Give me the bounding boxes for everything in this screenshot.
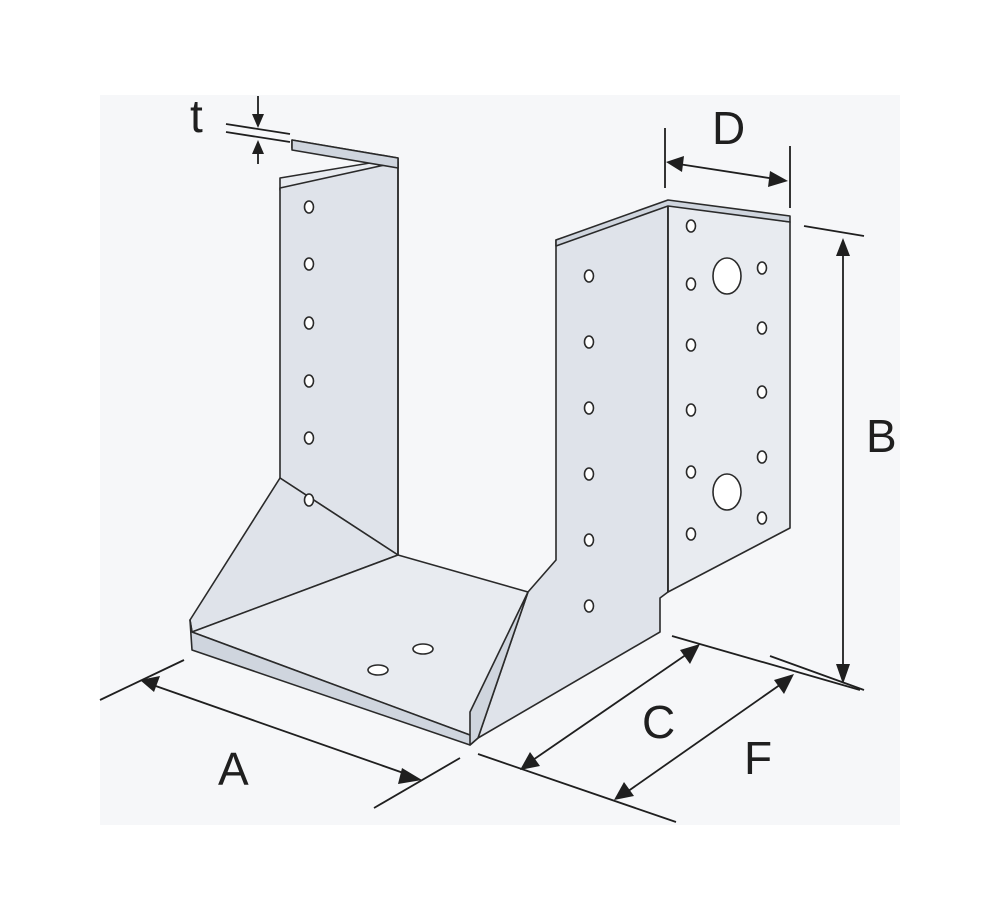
- nail-hole: [583, 599, 595, 613]
- label-t: t: [190, 90, 203, 142]
- dimension-d: D: [664, 102, 791, 208]
- nail-hole: [685, 403, 697, 417]
- base-holes: [367, 643, 434, 676]
- right-wing-front-edge: [469, 591, 529, 746]
- f-arrowhead: [774, 674, 794, 694]
- d-dimension-line: [671, 162, 783, 181]
- label-f: F: [744, 732, 772, 784]
- nail-hole: [583, 401, 595, 415]
- base-hole: [412, 643, 434, 655]
- left-wing-holes: [303, 200, 315, 507]
- right-flange-top-edge: [555, 199, 791, 247]
- c-arrowhead: [680, 644, 700, 664]
- dimension-b: B: [769, 225, 897, 691]
- d-arrowhead: [666, 156, 684, 172]
- nail-hole: [583, 269, 595, 283]
- c-extension-line: [671, 635, 861, 691]
- dimension-c: C: [477, 635, 861, 823]
- nail-hole: [756, 511, 768, 525]
- nail-hole: [583, 335, 595, 349]
- a-arrowhead: [398, 768, 422, 784]
- t-extension-line: [225, 131, 291, 143]
- base-hole: [367, 664, 389, 676]
- nail-hole: [303, 257, 315, 271]
- a-dimension-line: [149, 683, 413, 777]
- nail-hole: [303, 316, 315, 330]
- nail-hole: [685, 277, 697, 291]
- b-arrowhead: [836, 238, 850, 256]
- dimension-t: t: [190, 90, 291, 164]
- c-dimension-line: [529, 651, 691, 763]
- nail-hole: [303, 493, 315, 507]
- bolt-hole: [712, 257, 742, 295]
- nail-hole: [756, 321, 768, 335]
- t-arrowhead: [252, 140, 264, 154]
- dimension-f: F: [614, 674, 794, 800]
- label-c: C: [642, 696, 675, 748]
- nail-hole: [685, 527, 697, 541]
- nail-hole: [303, 431, 315, 445]
- b-extension-line: [769, 655, 865, 691]
- f-dimension-line: [623, 681, 785, 795]
- joist-hanger: [189, 139, 791, 746]
- t-extension-line: [225, 123, 291, 135]
- nail-hole: [583, 533, 595, 547]
- right-wing-holes: [583, 269, 595, 613]
- c-arrowhead: [520, 752, 540, 770]
- a-arrowhead: [140, 676, 160, 692]
- a-extension-line: [373, 757, 461, 809]
- dimension-a: A: [99, 659, 461, 809]
- c-baseline: [477, 753, 677, 823]
- nail-hole: [756, 450, 768, 464]
- b-extension-line: [803, 225, 865, 237]
- nail-hole: [685, 465, 697, 479]
- b-arrowhead: [836, 664, 850, 684]
- t-arrowhead: [252, 114, 264, 128]
- side-flange-holes: [685, 219, 768, 541]
- f-arrowhead: [614, 782, 634, 800]
- nail-hole: [756, 261, 768, 275]
- label-d: D: [712, 102, 745, 154]
- nail-hole: [303, 374, 315, 388]
- bolt-hole: [712, 473, 742, 511]
- nail-hole: [685, 219, 697, 233]
- nail-hole: [756, 385, 768, 399]
- nail-hole: [303, 200, 315, 214]
- nail-hole: [583, 467, 595, 481]
- label-a: A: [218, 743, 249, 795]
- label-b: B: [866, 410, 897, 462]
- nail-hole: [685, 338, 697, 352]
- d-arrowhead: [768, 171, 788, 187]
